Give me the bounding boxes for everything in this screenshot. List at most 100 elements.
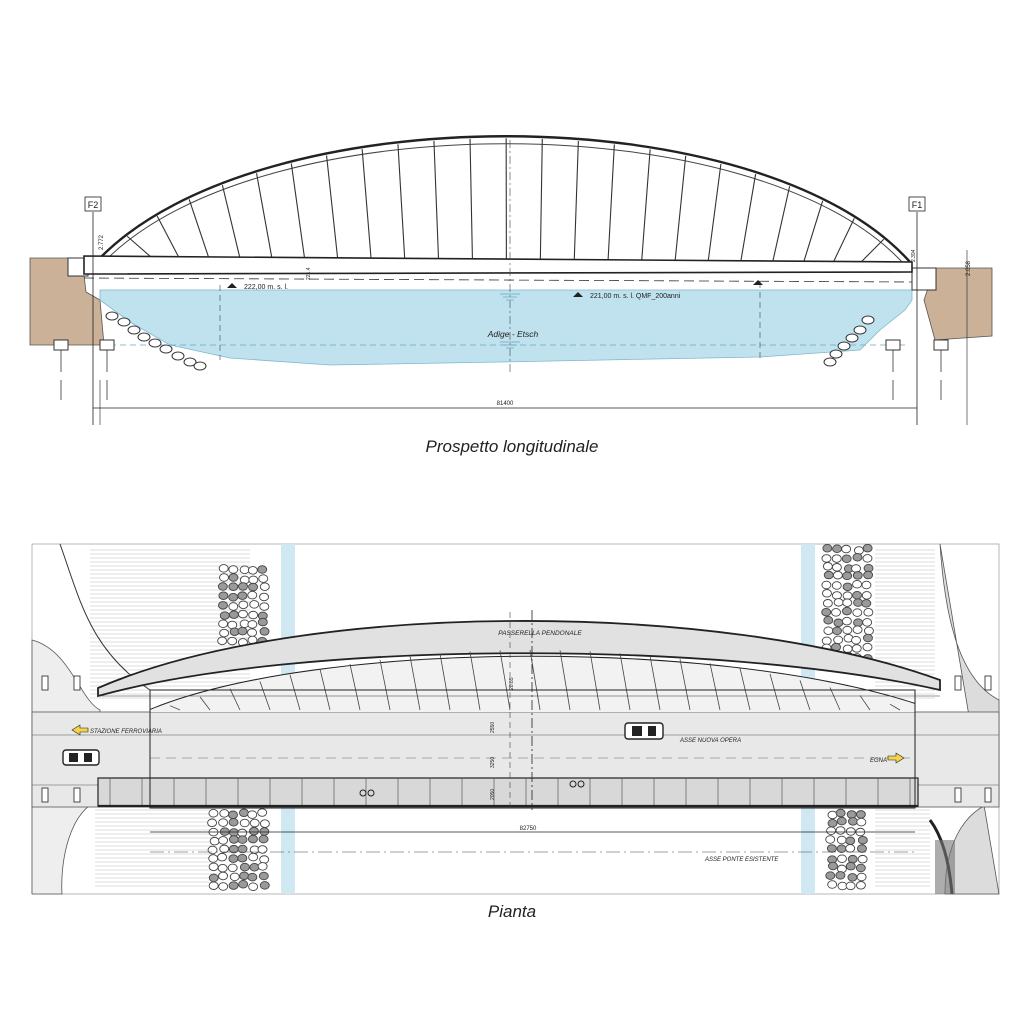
stone: [239, 818, 250, 828]
stone: [217, 582, 228, 591]
stone: [219, 573, 229, 582]
stone: [846, 810, 857, 819]
stone: [852, 625, 863, 634]
plan-hanger: [679, 659, 691, 711]
stone: [845, 836, 856, 846]
stone: [851, 635, 861, 645]
stone: [862, 642, 873, 652]
stone: [249, 818, 260, 828]
stone: [842, 644, 853, 654]
plan-hanger: [469, 651, 481, 711]
hanger: [126, 235, 151, 257]
stone: [822, 544, 833, 553]
stone: [851, 644, 862, 653]
plan-hanger: [859, 695, 871, 711]
stone: [238, 600, 249, 610]
stone: [825, 871, 836, 880]
plan-span-dimension: 82750: [520, 826, 537, 832]
stone: [837, 854, 847, 863]
arch-hangers: [126, 138, 885, 263]
hanger: [156, 215, 179, 257]
walkway-label: PASSERELLA PENDONALE: [498, 630, 582, 637]
plan-hanger: [589, 651, 601, 711]
stone: [228, 565, 239, 574]
stone: [237, 835, 248, 844]
stone: [857, 854, 868, 864]
stone: [856, 872, 867, 882]
stone: [259, 627, 270, 636]
stone: [847, 873, 858, 882]
stone: [833, 598, 844, 607]
plan-hanger: [199, 696, 211, 711]
arrow-right-icon: [887, 752, 905, 764]
stone: [835, 871, 846, 880]
stone: [218, 818, 229, 827]
stone: [855, 881, 866, 890]
stone: [237, 626, 248, 636]
hanger: [433, 140, 440, 259]
stone: [218, 871, 229, 881]
stone: [228, 881, 239, 890]
stone: [219, 844, 230, 854]
stone: [852, 571, 863, 580]
stone: [827, 810, 838, 820]
stone: [851, 564, 861, 573]
stone: [835, 826, 846, 835]
stone: [237, 844, 248, 854]
stone: [831, 563, 842, 572]
stone: [863, 570, 874, 580]
stone: [247, 834, 258, 844]
stone: [821, 607, 832, 617]
stone: [219, 827, 230, 836]
hanger: [641, 149, 651, 261]
plan-hanger: [619, 653, 631, 711]
axis-label-left: F2: [88, 200, 99, 210]
stone: [228, 602, 239, 611]
stone: [827, 861, 838, 871]
dim-c: 2050: [490, 789, 496, 800]
stone: [208, 808, 219, 818]
stone: [207, 845, 218, 855]
stone: [833, 618, 844, 628]
stone: [228, 818, 239, 827]
stone: [863, 633, 873, 643]
stone: [228, 854, 239, 863]
plan-hanger: [169, 705, 181, 711]
stone: [219, 809, 230, 818]
plan-hanger: [739, 668, 751, 711]
stone: [247, 566, 258, 575]
stone: [857, 835, 868, 845]
stone: [822, 589, 832, 598]
stone: [823, 626, 834, 635]
stone: [827, 818, 838, 828]
stone: [218, 591, 229, 600]
stone: [238, 808, 249, 818]
stone: [258, 574, 269, 583]
stone: [845, 844, 856, 853]
stone: [862, 618, 873, 627]
walkway-outer: [97, 620, 941, 698]
stone: [862, 554, 873, 563]
stone: [831, 608, 841, 617]
stone: [238, 609, 248, 619]
hanger: [188, 199, 209, 257]
stone: [842, 606, 852, 616]
plan-hanger: [889, 703, 901, 711]
level-right: 221,00 m. s. l. QMF_200anni: [590, 293, 681, 300]
stone: [847, 854, 858, 864]
stone: [257, 845, 268, 854]
stone: [228, 810, 238, 820]
plan-hanger: [799, 680, 811, 711]
stone: [249, 600, 260, 609]
stone: [258, 871, 269, 881]
hanger: [573, 140, 579, 260]
hanger: [803, 200, 824, 262]
stone: [257, 617, 268, 627]
stone: [822, 562, 833, 571]
stone: [259, 819, 270, 828]
stone: [239, 871, 250, 881]
plan-hanger: [499, 650, 511, 711]
stone: [238, 582, 248, 591]
stone: [841, 554, 852, 564]
stone: [247, 590, 258, 600]
